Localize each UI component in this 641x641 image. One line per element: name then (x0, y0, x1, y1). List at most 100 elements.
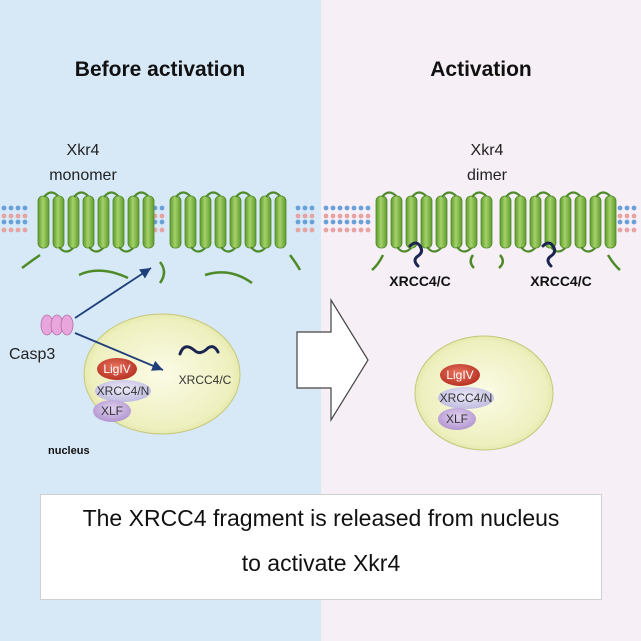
lipid-head (617, 227, 623, 233)
left-protein-label-line2: monomer (49, 167, 117, 184)
tail-line (606, 254, 621, 271)
lipid-head (22, 227, 28, 233)
lipid-head (631, 213, 637, 219)
lipid-head (365, 205, 371, 211)
transition-arrow (296, 297, 369, 423)
cleavage-arrow-xkr4 (74, 267, 152, 319)
transmembrane-helix (127, 195, 140, 249)
right-membrane (323, 205, 637, 233)
lipid-head (159, 227, 165, 233)
lipid-head (344, 219, 350, 225)
transmembrane-helix (499, 195, 512, 249)
lipid-head (617, 205, 623, 211)
lipid-head (15, 205, 21, 211)
lipid-head (358, 213, 364, 219)
lipid-head (337, 219, 343, 225)
lipid-head (344, 205, 350, 211)
transmembrane-helix (112, 195, 125, 249)
lipid-head (330, 219, 336, 225)
lipid-head (309, 213, 315, 219)
left-ligiv (97, 358, 137, 380)
lipid-head (1, 213, 7, 219)
left-protein-label-line1: Xkr4 (67, 142, 100, 159)
xkr4-dimer (375, 191, 617, 253)
lipid-head (323, 227, 329, 233)
casp3-label: Casp3 (9, 346, 55, 363)
lipid-head (617, 213, 623, 219)
lipid-head (295, 205, 301, 211)
lipid-head (1, 227, 7, 233)
transmembrane-helix (199, 195, 212, 249)
left-xlf (93, 400, 131, 422)
nucleus-label: nucleus (48, 445, 90, 457)
transmembrane-helix (169, 195, 182, 249)
lipid-head (330, 205, 336, 211)
tail-line (371, 254, 385, 271)
transmembrane-helix (142, 195, 155, 249)
transmembrane-helix (82, 195, 95, 249)
left-xrcc4n-label: XRCC4/N (97, 384, 150, 398)
right-xrcc4n-label: XRCC4/N (440, 391, 493, 405)
right-heading: Activation (430, 58, 532, 81)
transmembrane-helix (97, 195, 110, 249)
caption-box: The XRCC4 fragment is released from nucl… (40, 494, 602, 600)
lipid-head (358, 227, 364, 233)
lipid-head (22, 205, 28, 211)
lipid-head (309, 205, 315, 211)
lipid-head (624, 213, 630, 219)
lipid-head (365, 227, 371, 233)
transmembrane-helix (465, 195, 478, 249)
lipid-head (358, 205, 364, 211)
lipid-head (323, 213, 329, 219)
lipid-head (159, 219, 165, 225)
lipid-head (8, 219, 14, 225)
lipid-head (309, 227, 315, 233)
lipid-head (330, 213, 336, 219)
lipid-head (323, 205, 329, 211)
lipid-head (351, 219, 357, 225)
xkr4-c-terminal-fragment (78, 269, 129, 280)
lipid-head (295, 219, 301, 225)
transmembrane-helix (244, 195, 257, 249)
lipid-head (15, 213, 21, 219)
xrcc4c-fragment-2 (541, 241, 557, 268)
transmembrane-helix (559, 195, 572, 249)
lipid-head (330, 227, 336, 233)
transmembrane-helix (480, 195, 493, 249)
transmembrane-helix (405, 195, 418, 249)
left-ligiv-label: LigIV (103, 362, 130, 376)
casp3-icon (40, 314, 74, 336)
right-fragment-label-1: XRCC4/C (389, 273, 450, 289)
transmembrane-helix (184, 195, 197, 249)
tail-line (498, 254, 504, 269)
caption-line-2: to activate Xkr4 (241, 550, 401, 576)
tail-line (469, 254, 475, 269)
lipid-head (624, 227, 630, 233)
tail-line (158, 261, 166, 284)
lipid-head (351, 213, 357, 219)
lipid-head (22, 213, 28, 219)
left-xlf-label: XLF (101, 404, 123, 418)
lipid-head (8, 213, 14, 219)
lipid-head (358, 219, 364, 225)
right-ligiv (440, 364, 480, 386)
transmembrane-helix (375, 195, 388, 249)
lipid-head (302, 205, 308, 211)
tail-line (288, 254, 302, 271)
transmembrane-helix (229, 195, 242, 249)
xrcc4c-fragment-free (178, 345, 220, 356)
lipid-head (295, 227, 301, 233)
left-heading: Before activation (75, 58, 245, 81)
right-xrcc4n (438, 387, 494, 409)
transmembrane-helix (529, 195, 542, 249)
lipid-head (624, 219, 630, 225)
transmembrane-helix (604, 195, 617, 249)
lipid-head (302, 213, 308, 219)
lipid-head (351, 205, 357, 211)
lipid-head (323, 219, 329, 225)
transmembrane-helix (544, 195, 557, 249)
transmembrane-helix (435, 195, 448, 249)
lipid-head (159, 205, 165, 211)
lipid-head (15, 219, 21, 225)
